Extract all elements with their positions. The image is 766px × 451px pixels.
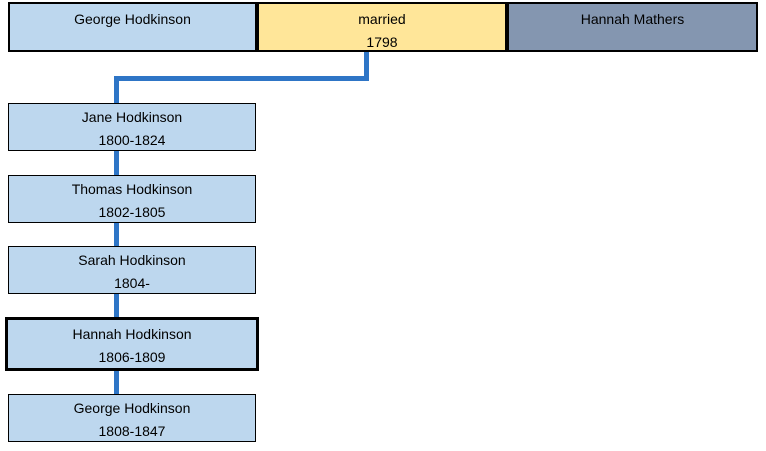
connector-marriage-drop [364,52,369,81]
connector-hannah-george [114,369,119,395]
child-box-jane[interactable]: Jane Hodkinson 1800-1824 [8,103,256,151]
connector-sarah-hannah [114,292,119,319]
connector-thomas-sarah [114,221,119,247]
marriage-label: married [358,11,406,27]
person-years: 1808-1847 [98,423,166,439]
person-years: 1802-1805 [98,204,166,220]
mother-name: Hannah Mathers [580,11,685,27]
father-box[interactable]: George Hodkinson [8,2,257,52]
person-name: George Hodkinson [73,400,191,416]
person-name: Sarah Hodkinson [78,252,186,268]
connector-left-drop [114,76,119,105]
child-box-hannah-highlighted[interactable]: Hannah Hodkinson 1806-1809 [5,317,259,371]
person-name: Jane Hodkinson [81,109,183,125]
child-box-sarah[interactable]: Sarah Hodkinson 1804- [8,246,256,294]
person-years: 1804- [114,275,150,291]
person-years: 1806-1809 [98,349,166,365]
child-box-george[interactable]: George Hodkinson 1808-1847 [8,394,256,442]
marriage-box[interactable]: married 1798 [257,2,507,52]
connector-jane-thomas [114,150,119,176]
person-name: Thomas Hodkinson [71,181,193,197]
father-name: George Hodkinson [74,11,191,27]
marriage-year: 1798 [366,34,398,50]
person-name: Hannah Hodkinson [72,326,192,342]
child-box-thomas[interactable]: Thomas Hodkinson 1802-1805 [8,175,256,223]
mother-box[interactable]: Hannah Mathers [507,2,758,52]
person-years: 1800-1824 [98,132,166,148]
connector-horizontal [114,76,369,81]
